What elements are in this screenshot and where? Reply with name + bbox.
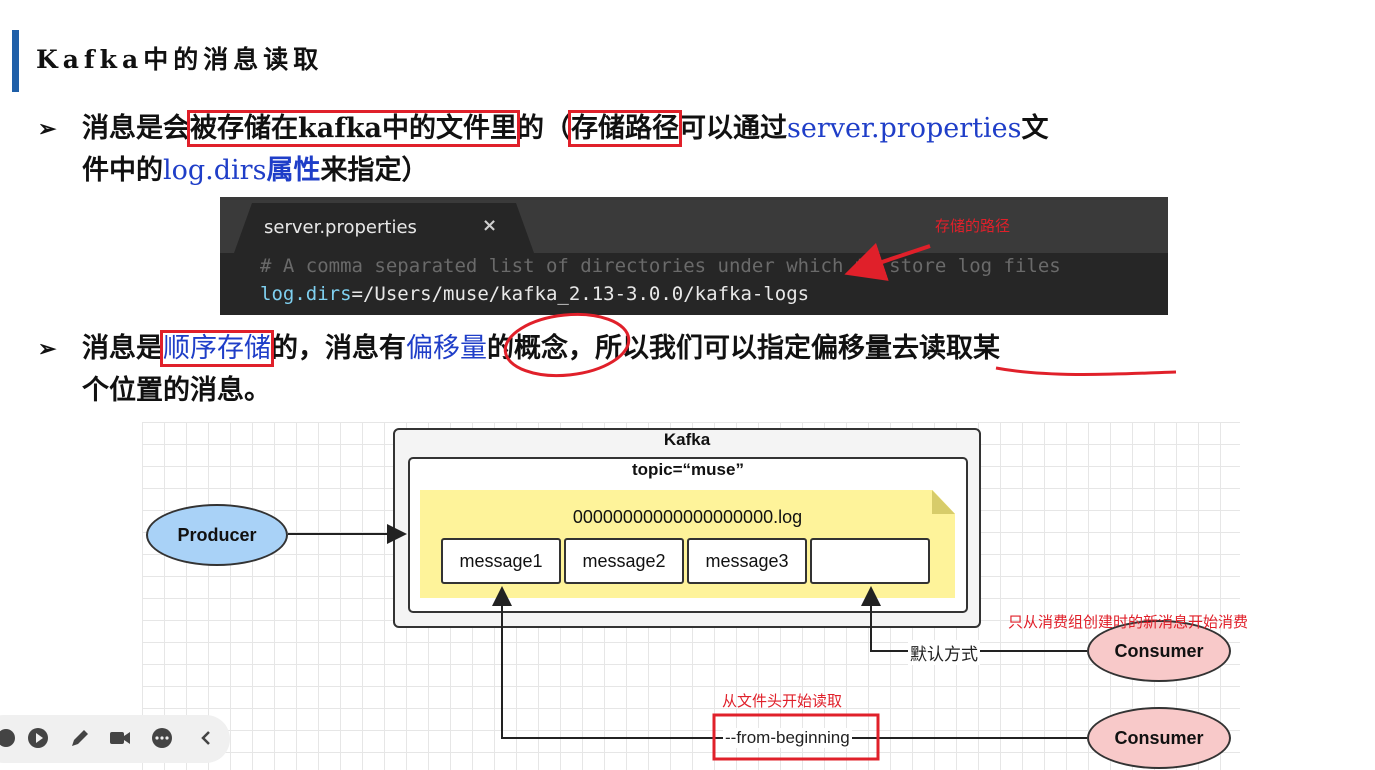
bullet1-config-file: server.properties	[787, 113, 1022, 144]
specify-offset-underline	[995, 366, 1177, 376]
bullet1-text-7: 文	[1021, 113, 1049, 144]
path-annotation: 存储的路径	[935, 217, 1011, 235]
bullet1-highlight-path: 存储路径	[568, 110, 683, 147]
editor-tab-strip: server.properties × 存储的路径	[220, 197, 1168, 253]
message-cell: message1	[441, 538, 561, 584]
record-icon[interactable]	[0, 726, 18, 750]
editor-tab[interactable]	[234, 203, 534, 253]
code-setting-value: =/Users/muse/kafka_2.13-3.0.0/kafka-logs	[351, 283, 810, 305]
note-beginning-consumer: 从文件头开始读取	[722, 692, 843, 710]
title-accent-bar	[12, 30, 19, 92]
bullet2-text-7: 去读取某	[892, 333, 1000, 364]
code-editor-panel: server.properties × 存储的路径 # A comma sepa…	[220, 197, 1168, 315]
bullet1-text-5: 可以通过	[679, 113, 788, 144]
more-icon[interactable]	[150, 726, 174, 750]
edge-label-beginning: --from-beginning	[723, 728, 852, 748]
camera-icon[interactable]	[108, 726, 132, 750]
producer-node: Producer	[146, 504, 288, 566]
log-file-name: 00000000000000000000.log	[572, 507, 803, 527]
bullet-marker-icon: ➢	[38, 336, 57, 362]
bullet2-text-5: 的概念，所以我们可以	[487, 333, 757, 364]
bullet2-specify-offset: 指定偏移量	[757, 333, 892, 364]
default-consumer-path	[861, 586, 1087, 652]
bullet1-highlight-stored: 被存储在kafka中的文件里	[186, 110, 521, 147]
message-cell-empty	[810, 538, 930, 584]
bullet-storage: ➢ 消息是会被存储在kafka中的文件里的（存储路径可以通过server.pro…	[38, 108, 1049, 192]
topic-label: topic=“muse”	[632, 460, 744, 479]
kafka-label: Kafka	[663, 430, 711, 449]
play-icon[interactable]	[26, 726, 50, 750]
from-beginning-highlight	[712, 713, 880, 761]
message-cell: message3	[687, 538, 807, 584]
message-cell: message2	[564, 538, 684, 584]
bullet2-text-3: 的，消息有	[271, 333, 406, 364]
bullet2-text-1: 消息是	[82, 333, 163, 364]
consumer-beginning-node: Consumer	[1087, 707, 1231, 769]
close-icon[interactable]: ×	[482, 215, 498, 236]
pen-icon[interactable]	[68, 726, 92, 750]
bullet2-highlight-sequential: 顺序存储	[160, 330, 274, 367]
bullet2-text-8: 个位置的消息。	[82, 375, 271, 406]
path-annotation-arrow	[844, 242, 931, 281]
bullet1-text-1: 消息是会	[82, 113, 190, 144]
beginning-consumer-path	[492, 586, 1087, 739]
bullet-offset: ➢ 消息是顺序存储的，消息有偏移量的概念，所以我们可以指定偏移量去读取某 个位置…	[38, 328, 1000, 412]
code-setting-line: log.dirs=/Users/muse/kafka_2.13-3.0.0/ka…	[260, 283, 809, 305]
editor-tab-label: server.properties	[264, 217, 417, 238]
collapse-icon[interactable]	[194, 726, 218, 750]
code-setting-key: log.dirs	[260, 283, 352, 305]
bullet2-offset-term: 偏移量	[406, 333, 487, 364]
note-default-consumer: 只从消费组创建时的新消息开始消费	[1008, 613, 1249, 631]
bullet1-text-8: 件中的	[82, 155, 163, 186]
bullet1-text-3: 的（	[517, 113, 572, 144]
slide-title: Kafka中的消息读取	[36, 45, 324, 74]
bullet1-log-dirs: log.dirs	[163, 155, 267, 186]
offset-circle-mark	[503, 312, 631, 378]
bullet-marker-icon: ➢	[38, 116, 57, 142]
bullet1-text-11: 来指定）	[320, 155, 429, 186]
edge-label-default: 默认方式	[908, 640, 980, 665]
bullet1-attribute: 属性	[266, 155, 321, 186]
consumer-default-node: Consumer	[1087, 620, 1231, 682]
